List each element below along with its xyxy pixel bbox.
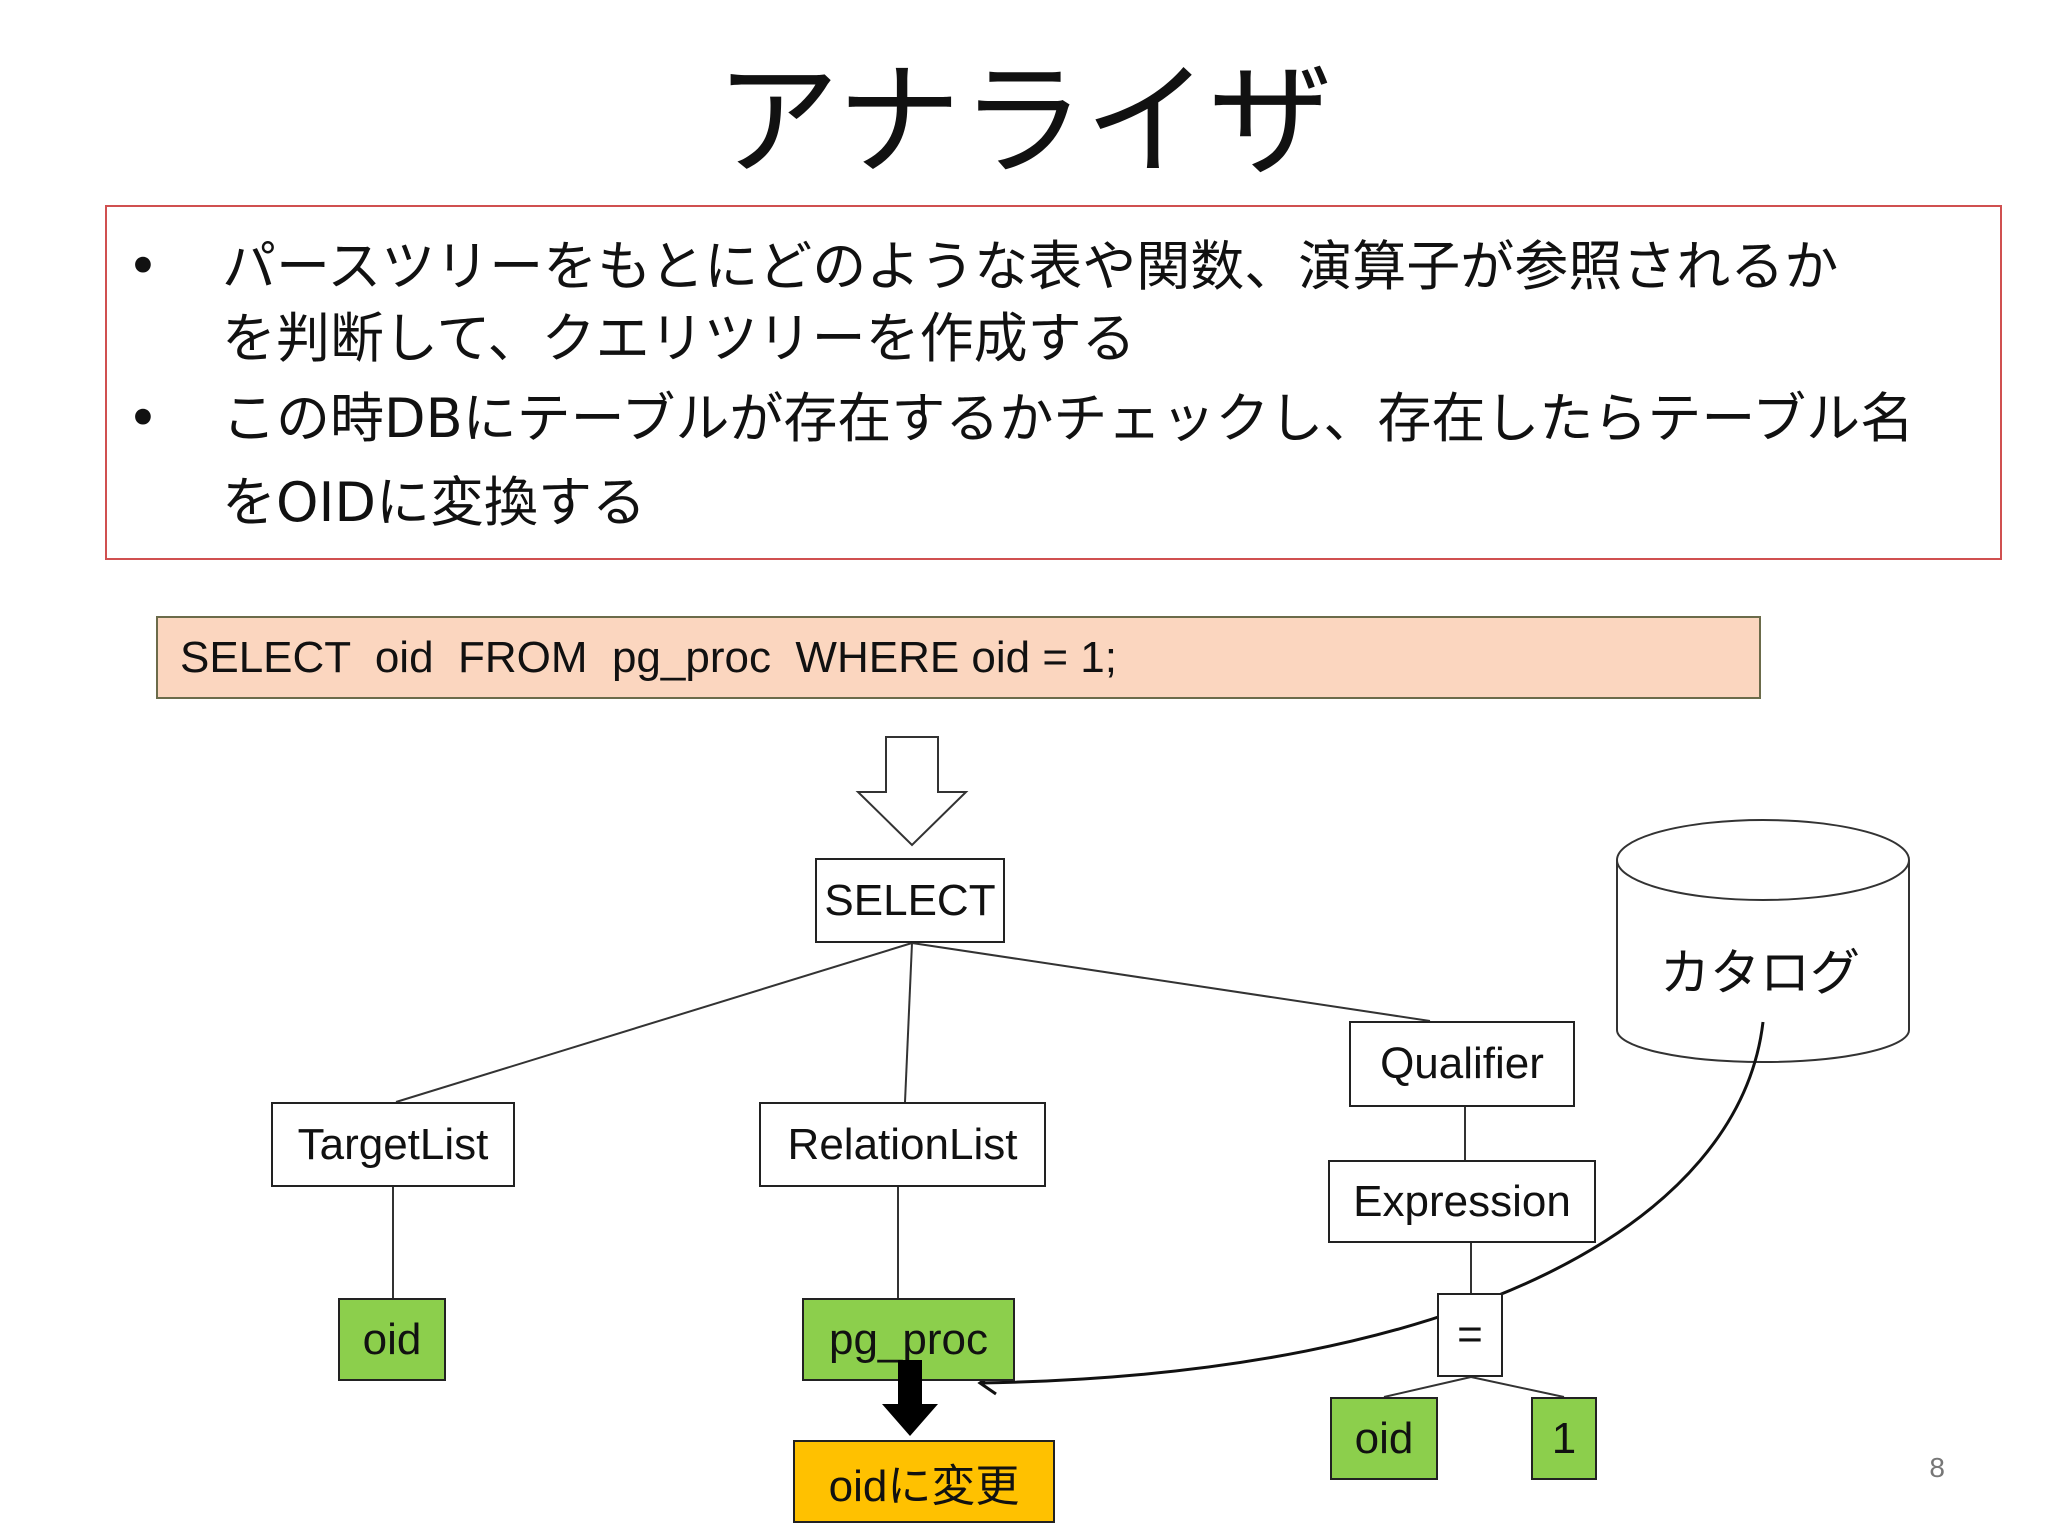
bullet-2-line-2: をOIDに変換する	[222, 471, 647, 534]
page-number: 8	[1929, 1452, 1945, 1483]
down-arrow-icon	[855, 736, 969, 847]
edge-operator-1	[1470, 1376, 1565, 1398]
bullet-box: • パースツリーをもとにどのような表や関数、演算子が参照されるか を判断して、ク…	[105, 205, 2002, 560]
bullet-1-line-1: パースツリーをもとにどのような表や関数、演算子が参照されるか	[222, 235, 1839, 298]
catalog-cylinder-icon	[1616, 819, 1910, 1063]
catalog-label: カタログ	[1660, 944, 1860, 1002]
change-arrow-icon	[882, 1360, 938, 1436]
bullet-2-line-1: この時DBにテーブルが存在するかチェックし、存在したらテーブル名	[222, 387, 1915, 450]
sql-query: SELECT oid FROM pg_proc WHERE oid = 1;	[156, 616, 1761, 699]
tree-edges	[392, 942, 1565, 1398]
edge-operator-oid	[1383, 1376, 1472, 1398]
bullet-1-line-2: を判断して、クエリツリーを作成する	[222, 307, 1136, 370]
relationlist-node: RelationList	[759, 1102, 1046, 1187]
expr-value-node: 1	[1531, 1397, 1597, 1480]
catalog-lookup-arrow	[979, 1021, 1765, 1385]
bullet-marker: •	[127, 235, 159, 298]
expression-node: Expression	[1328, 1160, 1596, 1243]
select-node: SELECT	[815, 858, 1005, 943]
targetlist-node: TargetList	[271, 1102, 515, 1187]
change-to-oid-node: oidに変更	[793, 1440, 1055, 1523]
bullet-marker: •	[127, 387, 159, 450]
slide-title: アナライザ	[715, 50, 1333, 194]
target-oid-node: oid	[338, 1298, 446, 1381]
operator-node: =	[1437, 1293, 1503, 1377]
edge-select-targetlist	[395, 942, 913, 1103]
expr-oid-node: oid	[1330, 1397, 1438, 1480]
edge-select-relationlist	[904, 942, 913, 1103]
edge-select-qualifier	[911, 942, 1431, 1022]
qualifier-node: Qualifier	[1349, 1021, 1575, 1107]
